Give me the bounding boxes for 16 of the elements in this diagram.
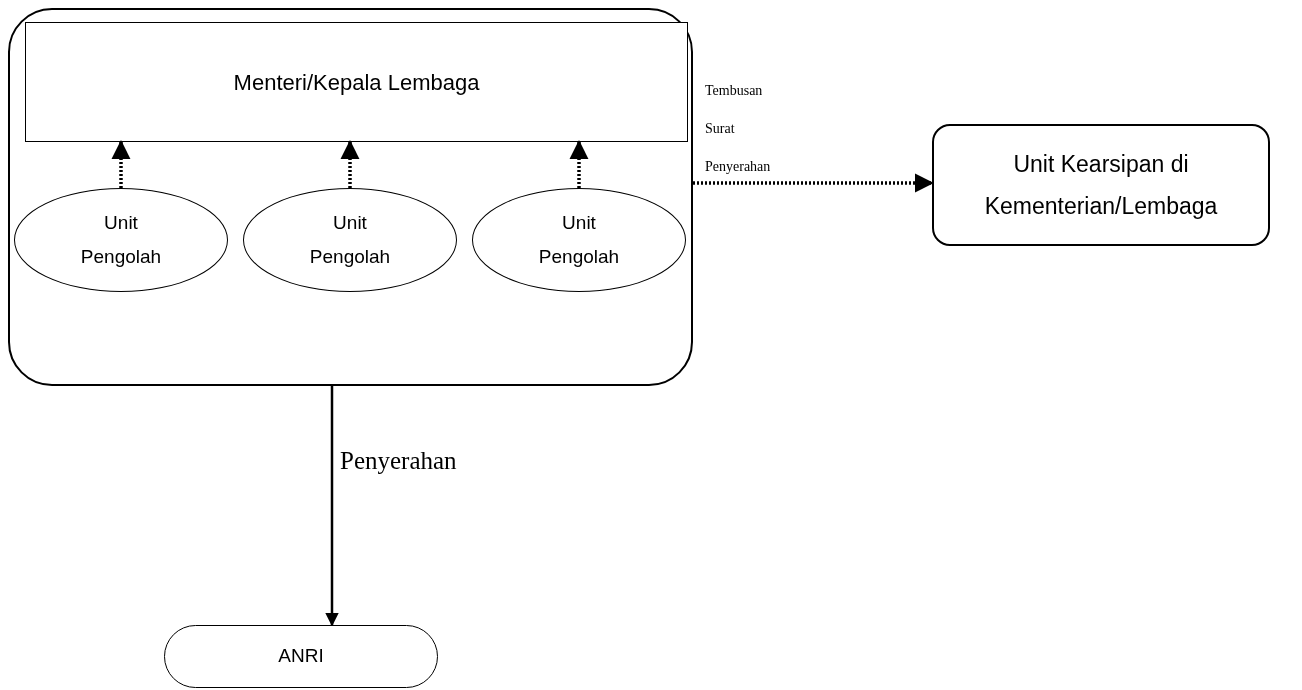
node-label: Unit Pengolah bbox=[537, 211, 621, 269]
edge-label: Tembusan Surat Penyerahan bbox=[705, 82, 772, 176]
node-label: Menteri/Kepala Lembaga bbox=[232, 68, 481, 97]
node-label: Unit Kearsipan di Kementerian/Lembaga bbox=[983, 150, 1219, 221]
process-box bbox=[25, 22, 688, 142]
node-label: Unit Pengolah bbox=[308, 211, 392, 269]
arrow bbox=[340, 140, 360, 188]
process-box bbox=[932, 124, 1270, 246]
container-box bbox=[8, 8, 693, 386]
edge-label: Penyerahan bbox=[340, 446, 457, 476]
arrow bbox=[325, 386, 339, 627]
node-label: ANRI bbox=[278, 644, 324, 669]
arrow bbox=[569, 140, 589, 188]
arrow bbox=[693, 173, 934, 193]
arrow bbox=[111, 140, 131, 188]
node-label: Unit Pengolah bbox=[79, 211, 163, 269]
